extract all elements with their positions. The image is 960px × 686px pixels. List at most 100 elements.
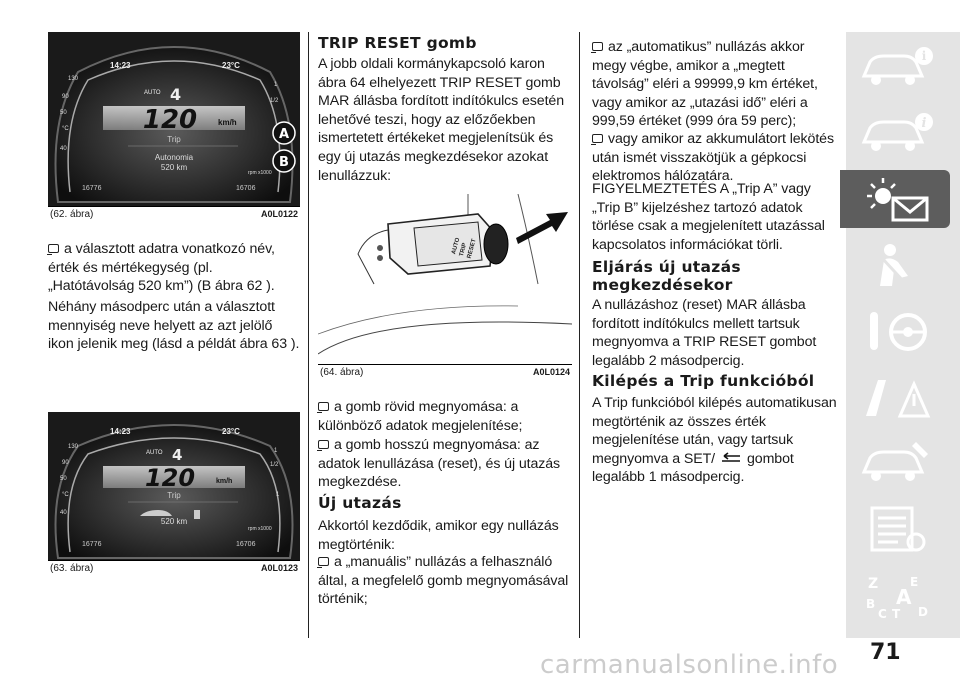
bullet-marker: [47, 244, 59, 255]
svg-text:°C: °C: [62, 492, 69, 498]
watermark: carmanualsonline.info: [540, 650, 839, 680]
svg-text:D: D: [918, 605, 928, 619]
bullet-battery-reset: vagy amikor az akkumulátort lekötés után…: [591, 131, 834, 185]
car-service-icon: [861, 442, 928, 481]
callout-b-marker: [272, 149, 296, 173]
svg-text:14:23: 14:23: [110, 427, 131, 436]
chapter-tab-car-alerts[interactable]: i: [846, 104, 946, 162]
bullet-short-press: a gomb rövid megnyomása: a különböző ada…: [317, 399, 523, 434]
chapter-tab-car-info[interactable]: i: [846, 38, 946, 96]
svg-text:4: 4: [170, 85, 181, 104]
svg-text:23°C: 23°C: [222, 427, 240, 436]
bullet-marker: [317, 557, 329, 568]
svg-text:16706: 16706: [236, 185, 256, 192]
svg-text:90: 90: [62, 94, 69, 100]
page-number: 71: [870, 640, 901, 665]
bullet-long-press: a gomb hosszú megnyomása: az adatok lenu…: [317, 437, 561, 491]
svg-text:1: 1: [276, 492, 280, 498]
svg-text:130: 130: [68, 444, 79, 450]
para-exit-trip: A Trip funkcióból kilépés automatikusan …: [592, 395, 837, 486]
bullet-marker: [591, 42, 603, 53]
figure-64-code: A0L0124: [532, 367, 570, 377]
svg-text:120: 120: [143, 105, 197, 135]
svg-text:rpm x1000: rpm x1000: [248, 170, 272, 176]
svg-text:16776: 16776: [82, 185, 102, 192]
pointer-arrow-icon: [516, 212, 568, 244]
svg-text:4: 4: [172, 446, 182, 464]
svg-text:A: A: [279, 127, 289, 142]
figure-63-code: A0L0123: [260, 563, 298, 573]
svg-text:Autonomia: Autonomia: [155, 153, 194, 162]
figure-62-caption: (62. ábra): [50, 209, 94, 220]
svg-text:23°C: 23°C: [222, 61, 240, 70]
instrument-cluster-image: 120 km/h 14:23 23°C 4 AUTO Trip Autonomi…: [48, 32, 300, 206]
svg-text:AUTO: AUTO: [144, 90, 161, 96]
bullet-marker: [317, 440, 329, 451]
svg-text:°C: °C: [62, 126, 69, 132]
para-new-trip: Akkortól kezdődik, amikor egy nullázás m…: [318, 518, 559, 553]
figure-63-caption: (63. ábra): [50, 563, 94, 574]
svg-text:B: B: [866, 597, 875, 611]
svg-text:AUTO: AUTO: [146, 450, 163, 456]
svg-text:40: 40: [60, 510, 67, 516]
heading-exit-trip: Kilépés a Trip funkcióból: [592, 372, 815, 390]
svg-text:A: A: [896, 585, 912, 609]
col1-bullet-text: a választott adatra vonatkozó név, érték…: [47, 241, 275, 295]
figure-63: 120 km/h 14:23 23°C 4 AUTO Trip 520 km 1…: [48, 412, 300, 576]
steering-stalk-illustration: AUTO TRIP RESET: [318, 194, 572, 364]
svg-text:520 km: 520 km: [161, 517, 188, 526]
figure-62-code: A0L0122: [260, 209, 298, 219]
svg-text:520 km: 520 km: [161, 163, 188, 172]
figure-62: 120 km/h 14:23 23°C 4 AUTO Trip Autonomi…: [48, 32, 300, 222]
para-new-trip-procedure: A nullázáshoz (reset) MAR állásba fordít…: [592, 297, 817, 369]
fuel-pump-icon: [194, 510, 200, 519]
heading-new-trip-procedure: Eljárás új utazás megkezdésekor: [592, 258, 741, 294]
svg-text:16776: 16776: [82, 541, 102, 548]
svg-text:T: T: [892, 607, 901, 620]
svg-text:120: 120: [145, 464, 195, 492]
svg-text:90: 90: [62, 460, 69, 466]
para-trip-reset: A jobb oldali kormánykapcsoló karon ábra…: [318, 56, 564, 184]
car-info-icon: i: [861, 47, 933, 85]
svg-text:1: 1: [274, 82, 278, 88]
svg-text:TRIP: TRIP: [459, 242, 468, 257]
svg-text:rpm x1000: rpm x1000: [248, 526, 272, 532]
svg-text:B: B: [279, 155, 289, 170]
svg-text:Trip: Trip: [167, 135, 181, 144]
chapter-tab-lights-messages[interactable]: [840, 170, 950, 228]
light-envelope-icon: [867, 178, 929, 222]
bullet-marker: [317, 402, 329, 413]
chapter-tab-specifications[interactable]: [846, 500, 946, 558]
heading-new-trip: Új utazás: [318, 494, 402, 512]
car-silhouette-icon: [140, 510, 172, 516]
svg-text:AUTO: AUTO: [451, 237, 461, 255]
bullet-auto-reset: az „automatikus” nullázás akkor megy vég…: [591, 39, 818, 130]
svg-text:Z: Z: [868, 576, 878, 592]
column-divider-1: [308, 32, 309, 638]
svg-text:Trip: Trip: [167, 491, 181, 500]
chapter-tab-service[interactable]: [846, 434, 946, 492]
alphabet-index-icon: Z E B AC D T: [866, 575, 928, 620]
road-warning-icon: [866, 380, 931, 418]
svg-text:C: C: [878, 607, 887, 620]
svg-text:40: 40: [60, 146, 67, 152]
chapter-tab-driving[interactable]: [846, 302, 946, 360]
svg-text:1/2: 1/2: [270, 98, 279, 104]
column-divider-2: [579, 32, 580, 638]
car-alert-icon: i: [861, 113, 933, 151]
svg-text:km/h: km/h: [216, 478, 232, 485]
svg-text:RESET: RESET: [467, 238, 478, 259]
svg-text:E: E: [910, 575, 918, 589]
svg-text:1: 1: [274, 448, 278, 454]
svg-text:130: 130: [68, 76, 79, 82]
chapter-tab-safety[interactable]: [846, 236, 946, 294]
svg-text:50: 50: [60, 110, 67, 116]
chapter-tab-emergency[interactable]: [846, 368, 946, 426]
instrument-cluster-image: 120 km/h 14:23 23°C 4 AUTO Trip 520 km 1…: [48, 412, 300, 560]
wrench-steering-icon: [870, 312, 927, 351]
heading-trip-reset: TRIP RESET gomb: [318, 34, 477, 52]
svg-text:i: i: [922, 116, 927, 131]
svg-text:16706: 16706: [236, 541, 256, 548]
